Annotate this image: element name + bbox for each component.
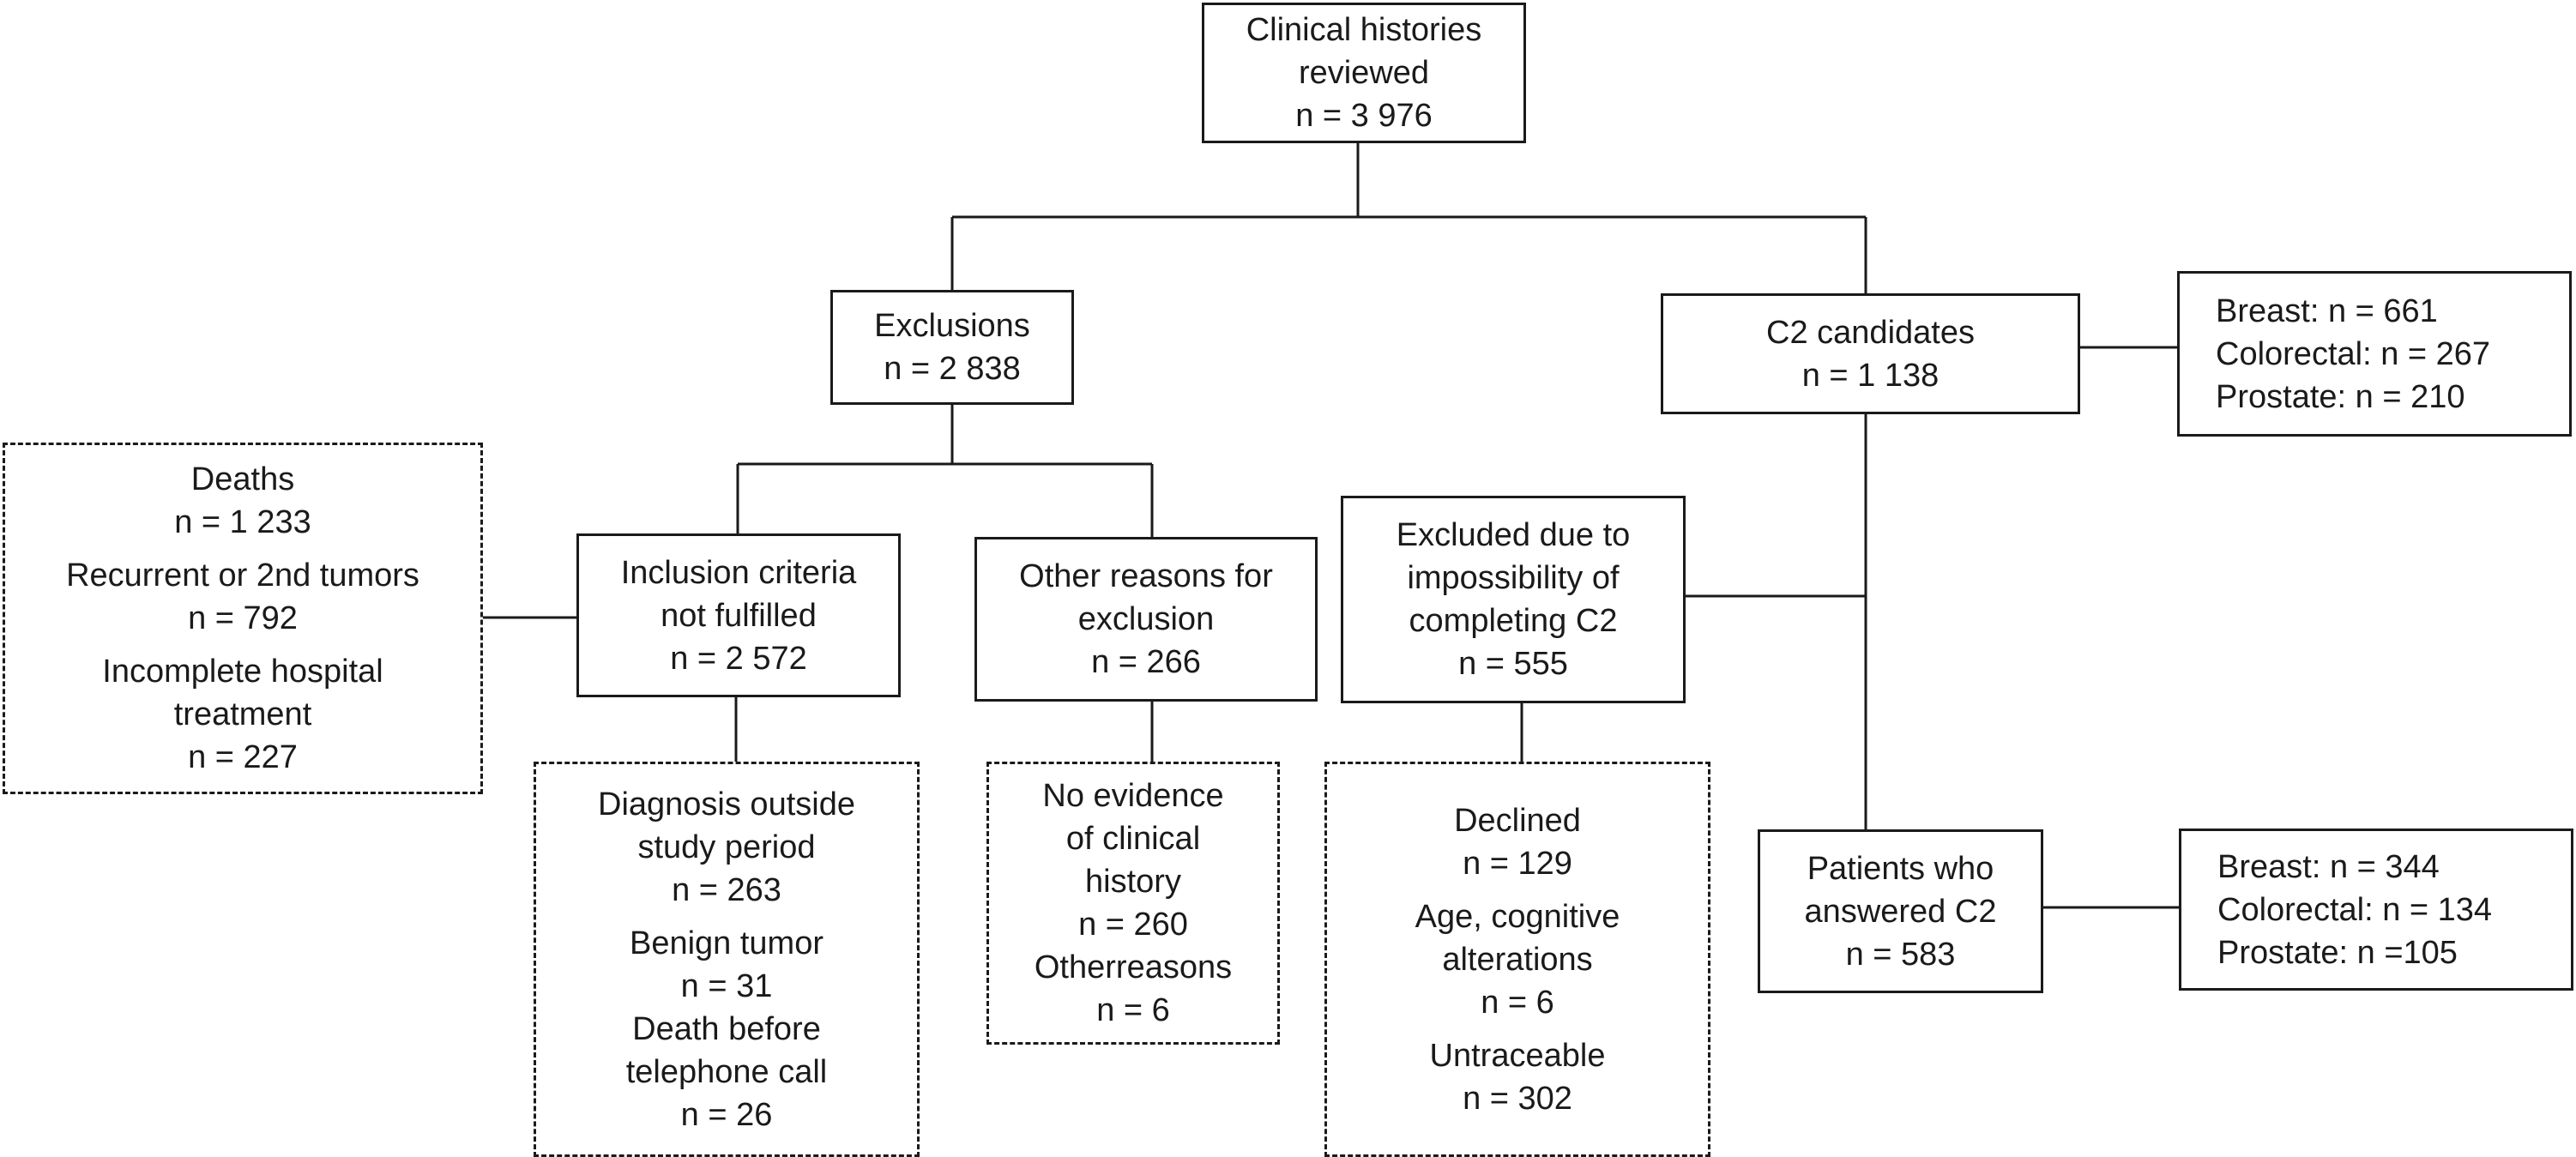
exclusions-box: Exclusions n = 2 838 (830, 290, 1074, 405)
inclusion-details-box: Diagnosis outside study period n = 263 B… (534, 762, 920, 1157)
box-text: answered C2 (1804, 893, 1997, 930)
box-text: n = 1 233 (174, 504, 311, 540)
box-text: n = 555 (1458, 646, 1568, 682)
patients-answered-c2-box: Patients who answered C2 n = 583 (1758, 829, 2043, 993)
box-text: n = 1 138 (1801, 357, 1940, 394)
box-text: Age, cognitive (1415, 898, 1620, 935)
box-text: Colorectal: n = 134 (2217, 891, 2493, 928)
box-text: Other reasons for (1019, 558, 1273, 594)
c2-candidates-breakdown-box: Breast: n = 661 Colorectal: n = 267 Pros… (2177, 271, 2572, 437)
box-text: n = 31 (680, 967, 773, 1004)
box-text: n = 6 (1096, 992, 1170, 1028)
box-text: n = 3 976 (1295, 98, 1433, 134)
box-text: Exclusions (874, 308, 1030, 344)
box-text: Colorectal: n = 267 (2216, 335, 2491, 372)
impossibility-details-box: Declined n = 129 Age, cognitive alterati… (1324, 762, 1710, 1157)
box-text: telephone call (625, 1053, 828, 1090)
box-text: n = 792 (188, 600, 298, 636)
box-text: impossibility of (1407, 560, 1620, 596)
box-text: Diagnosis outside (598, 786, 855, 823)
box-text: n = 2 572 (670, 640, 807, 677)
box-text: Patients who (1807, 850, 1994, 887)
other-reasons-details-box: No evidence of clinical history n = 260 … (986, 762, 1280, 1045)
box-text: Benign tumor (629, 925, 823, 961)
box-text: completing C2 (1409, 603, 1618, 639)
box-text: n = 260 (1078, 907, 1188, 943)
box-text: n = 26 (680, 1096, 773, 1133)
box-text: Otherreasons (1034, 949, 1233, 985)
box-text: Death before (632, 1010, 821, 1047)
box-text: Excluded due to (1396, 517, 1631, 553)
box-text: Breast: n = 661 (2216, 292, 2438, 329)
answered-breakdown-box: Breast: n = 344 Colorectal: n = 134 Pros… (2179, 829, 2573, 991)
box-text: Breast: n = 344 (2217, 848, 2440, 885)
box-text: Prostate: n = 210 (2216, 378, 2465, 415)
box-text: of clinical (1065, 821, 1201, 857)
box-text: not fulfilled (661, 597, 817, 634)
box-text: C2 candidates (1766, 314, 1975, 351)
box-text: n = 302 (1463, 1080, 1572, 1117)
box-text: Incomplete hospital (102, 654, 383, 690)
box-text: n = 583 (1845, 936, 1956, 973)
inclusion-criteria-box: Inclusion criteria not fulfilled n = 2 5… (576, 533, 901, 697)
box-text: Recurrent or 2nd tumors (66, 557, 419, 594)
box-text: n = 263 (672, 871, 781, 908)
box-text: Prostate: n =105 (2217, 934, 2458, 971)
box-text: No evidence (1042, 778, 1224, 814)
c2-candidates-box: C2 candidates n = 1 138 (1661, 293, 2080, 414)
exclusion-details-box: Deaths n = 1 233 Recurrent or 2nd tumors… (3, 443, 483, 794)
box-text: n = 2 838 (884, 351, 1021, 387)
box-text: study period (637, 829, 816, 865)
box-text: n = 227 (188, 739, 298, 775)
box-text: n = 6 (1481, 984, 1554, 1021)
box-text: Deaths (190, 461, 295, 497)
box-text: Inclusion criteria (620, 554, 857, 591)
box-text: n = 266 (1091, 644, 1201, 680)
other-reasons-box: Other reasons for exclusion n = 266 (974, 537, 1318, 702)
box-text: history (1085, 864, 1181, 900)
box-text: Declined (1454, 802, 1581, 839)
box-text: treatment (173, 696, 312, 732)
box-text: exclusion (1077, 601, 1215, 637)
box-text: Untraceable (1429, 1037, 1606, 1074)
clinical-histories-reviewed-box: Clinical histories reviewed n = 3 976 (1202, 3, 1526, 143)
impossibility-box: Excluded due to impossibility of complet… (1341, 496, 1686, 703)
box-text: reviewed (1298, 55, 1430, 91)
box-text: Clinical histories (1246, 12, 1482, 48)
box-text: alterations (1442, 941, 1593, 978)
box-text: n = 129 (1463, 845, 1572, 882)
